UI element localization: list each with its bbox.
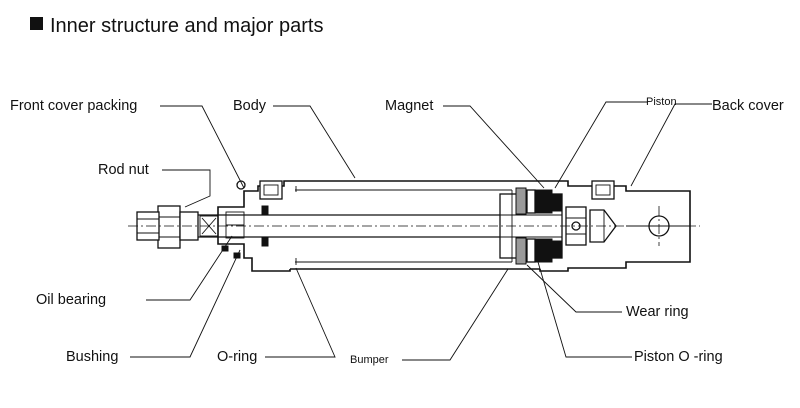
label-magnet: Magnet	[385, 98, 433, 114]
black-square-icon	[30, 17, 43, 30]
label-piston: Piston	[646, 96, 677, 108]
piston-rod	[136, 205, 512, 249]
label-piston-o-ring: Piston O -ring	[634, 349, 723, 365]
label-wear-ring: Wear ring	[626, 304, 689, 320]
label-body: Body	[233, 98, 267, 114]
page-title: Inner structure and major parts	[50, 15, 323, 37]
label-back-cover: Back cover	[712, 98, 784, 114]
label-bushing: Bushing	[66, 349, 118, 365]
cylinder-body	[290, 180, 540, 270]
leader-lines	[130, 101, 712, 361]
label-front-cover-packing: Front cover packing	[10, 98, 137, 114]
label-oil-bearing: Oil bearing	[36, 292, 106, 308]
label-rod-nut: Rod nut	[98, 162, 149, 178]
label-bumper: Bumper	[350, 354, 389, 366]
label-o-ring: O-ring	[217, 349, 257, 365]
